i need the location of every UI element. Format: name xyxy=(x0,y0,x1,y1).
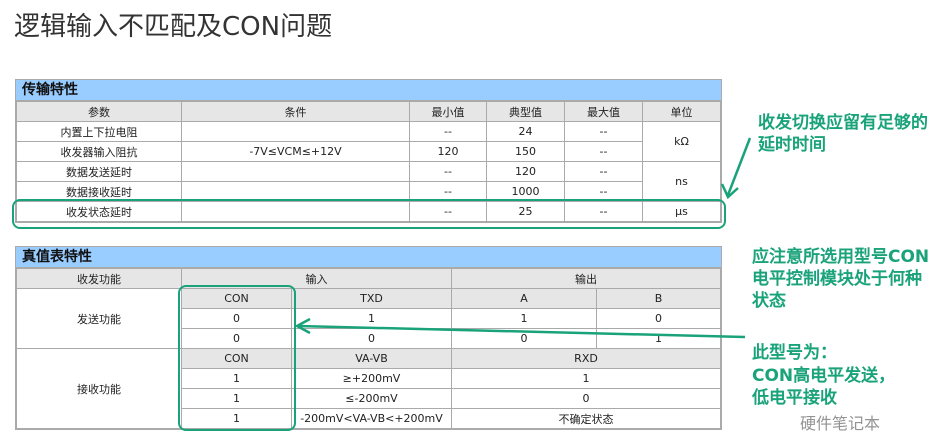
col-header: 条件 xyxy=(181,101,410,122)
col-header: 最大值 xyxy=(564,101,643,122)
arrow-head-con xyxy=(294,317,311,335)
unit-cell: kΩ xyxy=(642,121,721,162)
highlight-state-delay xyxy=(12,199,726,229)
note-switch-delay: 收发切换应留有足够的延时时间 xyxy=(758,113,928,155)
highlight-con-column xyxy=(178,285,296,431)
cell: -200mV<VA-VB<+200mV xyxy=(291,408,452,429)
function-label: 接收功能 xyxy=(16,348,182,429)
cell: 24 xyxy=(486,121,565,142)
note-con-state: 应注意所选用型号CON电平控制模块处于何种状态 xyxy=(752,247,930,311)
sub-header: CON xyxy=(181,348,292,369)
col-header: 典型值 xyxy=(486,101,565,122)
unit-cell: ns xyxy=(642,161,721,202)
cell: 数据发送延时 xyxy=(16,161,182,182)
truth-heading: 真值表特性 xyxy=(16,247,721,268)
header-row: 参数条件最小值典型值最大值单位 xyxy=(16,101,721,122)
sub-header: VA-VB xyxy=(291,348,452,369)
col-header: 单位 xyxy=(642,101,721,122)
note-model-heading: 此型号为： xyxy=(752,343,837,363)
arrow-head-delay xyxy=(720,183,739,200)
col-header: 输入 xyxy=(181,268,452,289)
sub-header: CON xyxy=(181,288,292,309)
note-model-behavior: CON高电平发送，低电平接收 xyxy=(752,366,896,408)
table-row: 数据发送延时--120--ns xyxy=(16,161,721,202)
sub-header: B xyxy=(596,288,721,309)
arrow-to-delay-row xyxy=(726,137,752,196)
cell: -7V≤VCM≤+12V xyxy=(181,141,410,162)
cell: 1 xyxy=(181,408,292,429)
sub-header: RXD xyxy=(451,348,721,369)
sub-header: A xyxy=(451,288,597,309)
table-row: 收发状态延时--25--μs xyxy=(16,201,721,222)
cell: 不确定状态 xyxy=(451,408,721,429)
transfer-heading: 传输特性 xyxy=(16,80,721,101)
page-title: 逻辑输入不匹配及CON问题 xyxy=(14,12,333,42)
watermark: 硬件笔记本 xyxy=(800,414,881,433)
col-header: 参数 xyxy=(16,101,182,122)
unit-cell: μs xyxy=(642,201,721,222)
header-row: 收发功能输入输出 xyxy=(16,268,721,289)
cell: 数据接收延时 xyxy=(16,181,182,202)
transfer-table: 传输特性 参数条件最小值典型值最大值单位 内置上下拉电阻--24--kΩ 收发器… xyxy=(15,79,722,223)
arrow-to-con-column xyxy=(297,324,746,339)
cell: 收发状态延时 xyxy=(16,201,182,222)
col-header: 输出 xyxy=(451,268,721,289)
